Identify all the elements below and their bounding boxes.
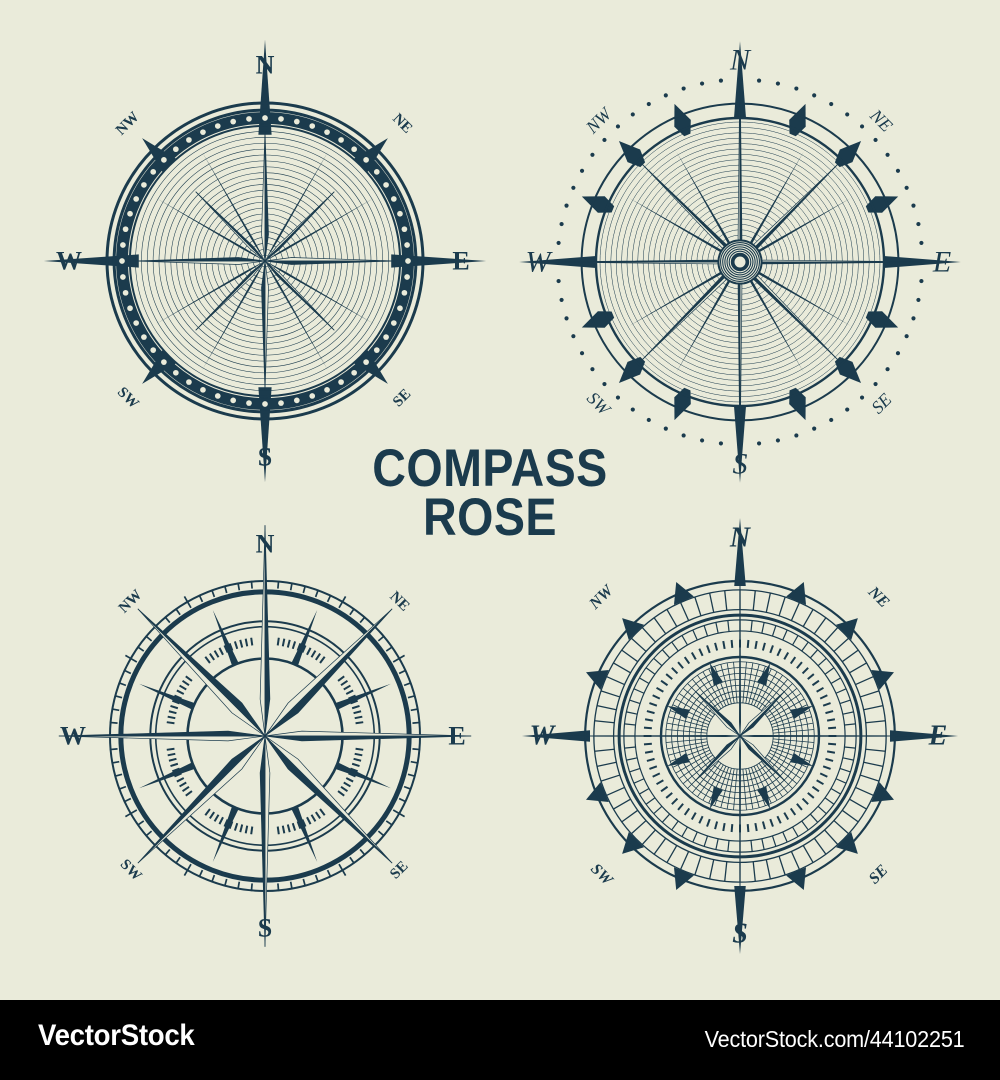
compass-label-se: SE (867, 389, 895, 417)
compass-rose-top-left: N NE E SE S SW W NW (35, 31, 495, 491)
compass-label-e: E (452, 247, 469, 276)
compass-label-e: E (928, 721, 948, 752)
compass-label-sw: SW (583, 388, 616, 421)
compass-ticked-ring (58, 525, 472, 947)
page-title: COMPASS ROSE (330, 439, 650, 547)
compass-label-e: E (448, 722, 465, 751)
compass-label-se: SE (866, 862, 892, 888)
compass-dotted-ring (43, 39, 487, 483)
compass-label-ne: NE (389, 111, 415, 137)
compass-label-s: S (258, 914, 272, 943)
compass-label-s: S (732, 919, 748, 950)
compass-label-w: W (526, 246, 554, 279)
compass-rose-bottom-right: N NE E SE S SW W NW (521, 517, 959, 955)
title-line-2: ROSE (423, 487, 557, 547)
compass-grid-rings (521, 517, 959, 955)
compass-label-nw: NW (586, 581, 618, 613)
compass-label-sw: SW (114, 384, 142, 412)
compass-script-hub (519, 41, 961, 483)
compass-label-e: E (932, 246, 951, 279)
compass-label-nw: NW (581, 103, 616, 138)
compass-label-nw: NW (113, 109, 143, 139)
watermark-footer: VectorStock VectorStock.com/44102251 (0, 1000, 1000, 1080)
compass-rose-top-right: N NE E SE S SW W NW (519, 41, 961, 483)
compass-label-w: W (56, 247, 82, 276)
vectorstock-url: VectorStock.com/44102251 (704, 1026, 964, 1052)
compass-label-se: SE (390, 386, 414, 410)
compass-label-ne: NE (866, 105, 897, 136)
compass-label-n: N (256, 51, 275, 80)
compass-label-s: S (733, 448, 748, 481)
compass-rose-top-left: N NE E SE S SW W NW (43, 39, 487, 483)
compass-label-ne: NE (864, 583, 892, 611)
compass-label-n: N (729, 523, 752, 554)
compass-label-s: S (258, 443, 272, 472)
compass-rose-bottom-right: N NE E SE S SW W NW (508, 504, 972, 968)
compass-label-n: N (256, 530, 275, 559)
compass-label-sw: SW (587, 860, 617, 890)
compass-rose-top-right: N NE E SE S SW W NW (504, 26, 976, 498)
compass-label-w: W (60, 722, 86, 751)
title-line-1: COMPASS (372, 439, 608, 498)
vectorstock-logo: VectorStock (38, 1019, 195, 1052)
compass-label-w: W (530, 721, 557, 752)
compass-label-n: N (729, 44, 752, 77)
